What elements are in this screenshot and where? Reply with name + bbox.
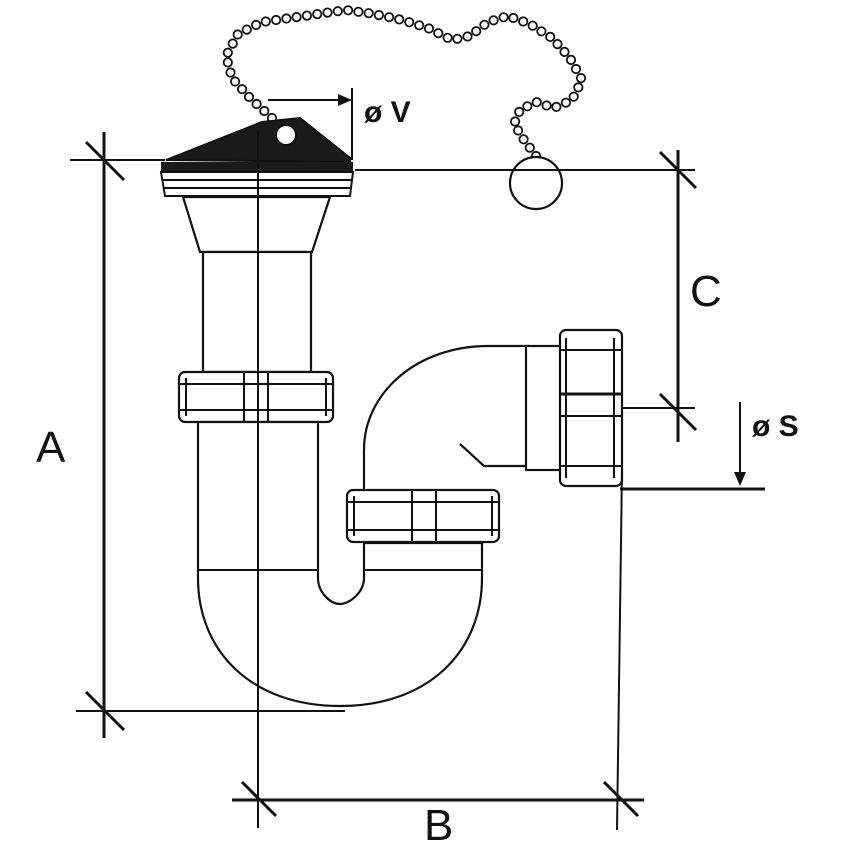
chain-bead	[518, 134, 529, 145]
chain-bead	[260, 16, 271, 27]
chain-bead	[508, 12, 519, 24]
chain-bead	[568, 91, 579, 102]
dimension-lines	[70, 88, 765, 831]
chain-bead	[452, 33, 463, 44]
chain-bead	[394, 14, 405, 25]
upper-nut	[177, 370, 335, 424]
trap-bend	[196, 420, 484, 708]
lower-nut	[345, 488, 501, 544]
chain-bead	[237, 84, 248, 95]
chain-bead	[488, 15, 499, 26]
chain-bead	[527, 20, 538, 31]
chain-bead	[312, 9, 323, 20]
chain-bead	[227, 38, 238, 49]
chain-bead	[559, 46, 570, 58]
chain-bead	[575, 73, 587, 84]
chain-bead	[270, 14, 282, 26]
chain-bead	[514, 106, 525, 118]
plug-eyelet	[275, 124, 297, 146]
chain-bead	[442, 32, 453, 43]
chain-bead	[363, 8, 374, 19]
label-a: A	[36, 423, 66, 472]
label-v: ø V	[364, 96, 411, 129]
chain-bead	[251, 98, 262, 110]
chain-bead	[322, 7, 333, 18]
chain-bead	[570, 63, 582, 75]
chain-bead	[545, 31, 556, 43]
chain-bead	[522, 101, 533, 112]
chain-bead	[433, 28, 444, 39]
trap-drawing	[159, 5, 624, 708]
chain-bead	[565, 54, 577, 66]
strainer-funnel	[181, 195, 332, 254]
chain-bead	[222, 47, 233, 58]
chain-bead	[536, 26, 547, 37]
chain-bead	[301, 10, 312, 21]
chain-bead	[560, 97, 572, 108]
chain-bead	[509, 116, 521, 127]
chain-bead	[551, 101, 562, 113]
chain-bead	[479, 19, 490, 30]
chain-bead	[232, 29, 243, 40]
chain-bead	[518, 16, 529, 27]
chain-bead	[552, 38, 563, 50]
chain-bead	[541, 100, 552, 111]
outlet-pipe	[524, 344, 564, 472]
outlet-elbow	[362, 344, 530, 490]
label-s: ø S	[752, 410, 799, 443]
chain-bead	[524, 142, 535, 153]
chain-bead	[373, 10, 384, 21]
chain-bead	[332, 6, 343, 17]
chain-bead	[353, 6, 364, 17]
label-c: C	[690, 267, 722, 316]
outlet-nut	[558, 328, 624, 488]
chain-bead	[512, 125, 524, 136]
chain-bead	[259, 105, 270, 117]
chain-bead	[342, 5, 354, 16]
chain-ball	[508, 155, 564, 211]
chain-bead	[225, 67, 236, 78]
chain-bead	[498, 12, 509, 23]
labels: A B C ø V ø S	[36, 96, 799, 843]
chain-bead	[243, 91, 255, 103]
chain-bead	[291, 12, 302, 23]
chain-bead	[531, 97, 542, 108]
chain-bead	[414, 20, 425, 31]
chain-bead	[383, 12, 395, 23]
label-b: B	[424, 801, 453, 843]
chain-bead	[423, 23, 435, 34]
chain-bead	[573, 82, 584, 93]
chain-bead	[251, 19, 262, 31]
chain-bead	[222, 57, 233, 68]
chain-bead	[230, 76, 241, 87]
chain-bead	[471, 26, 482, 37]
chain-bead	[404, 17, 415, 28]
chain-bead	[462, 31, 473, 42]
plug-chain	[222, 5, 587, 162]
chain-bead	[241, 24, 252, 35]
chain-bead	[281, 13, 292, 24]
